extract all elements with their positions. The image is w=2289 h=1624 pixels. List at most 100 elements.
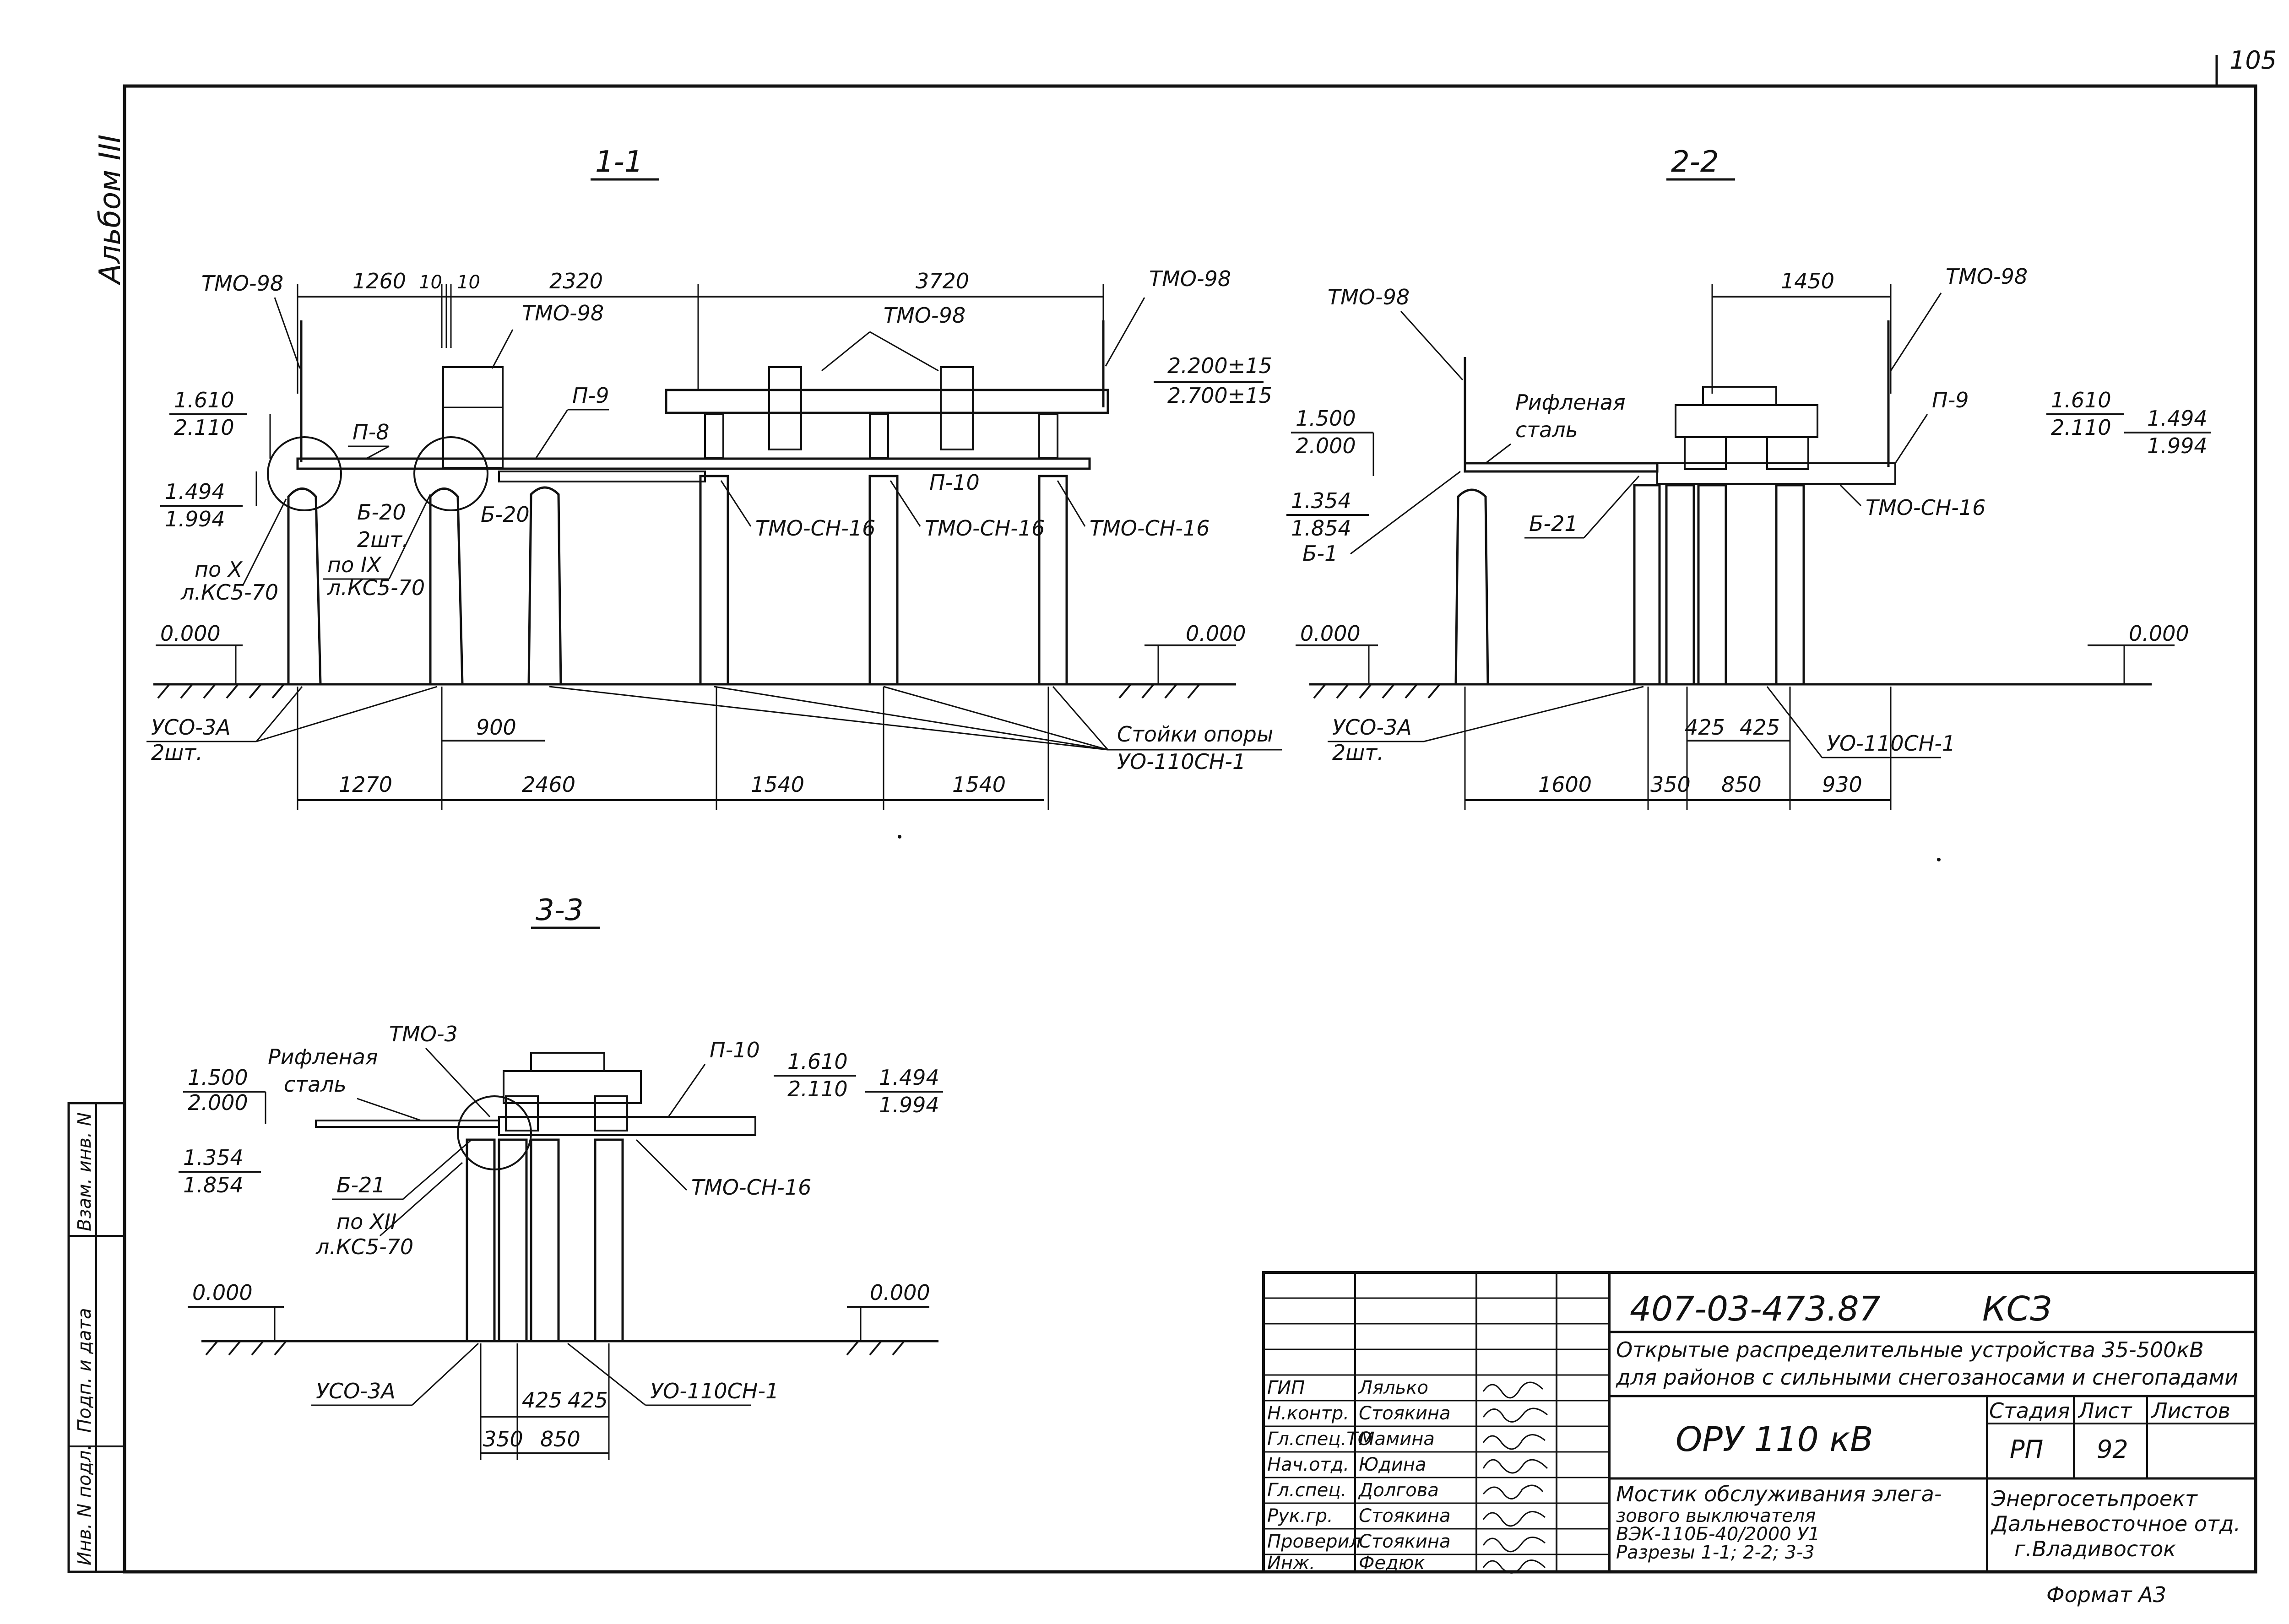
- dim-1270: 1270: [339, 772, 392, 797]
- tmo3-33: ТМО-3: [389, 1022, 458, 1046]
- page-number: 105: [2229, 46, 2277, 75]
- elev-1854-33: 1.854: [183, 1173, 244, 1197]
- ref-xii: по XII: [336, 1209, 397, 1234]
- staff-role: Инж.: [1267, 1553, 1315, 1574]
- signatures: [1482, 1381, 1548, 1574]
- staff-name: Долгова: [1358, 1480, 1439, 1501]
- elev-2110-33: 2.110: [787, 1077, 848, 1101]
- tmo-ch16-22: ТМО-СН-16: [1866, 495, 1985, 520]
- drawing-title-4: Разрезы 1-1; 2-2; 3-3: [1616, 1542, 1815, 1563]
- doc-code: КСЗ: [1982, 1289, 2052, 1329]
- elev-2700: 2.700±15: [1167, 383, 1272, 408]
- inv-orig-label: Инв. N подл.: [74, 1445, 95, 1565]
- stands-type: УО-110СН-1: [1117, 749, 1246, 774]
- dim-900: 900: [476, 715, 516, 740]
- dim-1450: 1450: [1781, 269, 1834, 293]
- staff-role: Гл.спец.ТО: [1267, 1429, 1372, 1450]
- staff-name: Мамина: [1359, 1429, 1435, 1450]
- staff-role: Нач.отд.: [1267, 1454, 1349, 1475]
- b21-22: Б-21: [1529, 511, 1578, 536]
- rifl-1-22: Рифленая: [1515, 390, 1626, 415]
- section-2-2: 2-2 1450 1600 350 850: [1286, 145, 2211, 810]
- staff-name: Юдина: [1359, 1454, 1427, 1475]
- dim-1600: 1600: [1538, 772, 1592, 797]
- drawing-title-3: ВЭК-110Б-40/2000 У1: [1616, 1524, 1820, 1545]
- dim-3720: 3720: [916, 269, 969, 293]
- uso3a-33: УСО-3А: [316, 1379, 396, 1403]
- elev-1494-22: 1.494: [2147, 406, 2208, 431]
- dim-1540b: 1540: [952, 772, 1006, 797]
- tmo-ch16-c: ТМО-СН-16: [1090, 516, 1210, 541]
- org-2: Дальневосточное отд.: [1991, 1511, 2240, 1536]
- elev-1500-33: 1.500: [188, 1065, 248, 1090]
- elev-1610: 1.610: [174, 388, 234, 412]
- p9-label: П-9: [572, 383, 609, 408]
- elev-2110-22: 2.110: [2051, 415, 2111, 440]
- sheet-header: Лист: [2077, 1398, 2132, 1423]
- zero-left-22: 0.000: [1300, 621, 1361, 646]
- ref-x-sheet: л.КС5-70: [180, 580, 278, 605]
- section-3-3: 3-3 425 425 350 850 ТМО-3 Рифленая: [179, 893, 943, 1460]
- elev-1994-22: 1.994: [2147, 433, 2208, 458]
- b20-a: Б-20: [357, 500, 406, 525]
- drawing-title-2: зового выключателя: [1616, 1505, 1816, 1527]
- zero-right-33: 0.000: [870, 1280, 930, 1305]
- elev-1494: 1.494: [165, 479, 225, 504]
- tmo98-right-22: ТМО-98: [1946, 264, 2028, 289]
- p10-33: П-10: [710, 1038, 760, 1062]
- zero-left-11: 0.000: [160, 621, 221, 646]
- format-label: Формат А3: [2046, 1582, 2166, 1607]
- sheet-frame: [123, 84, 2257, 1574]
- elev-1994: 1.994: [165, 507, 225, 531]
- elev-2110: 2.110: [174, 415, 234, 440]
- elev-1610-22: 1.610: [2051, 388, 2111, 412]
- scan-dot: [1937, 858, 1941, 861]
- dim-850: 850: [1721, 772, 1762, 797]
- scan-dot: [898, 835, 901, 839]
- replace-inv-label: Взам. инв. N: [74, 1112, 95, 1231]
- staff-list: ГИП Лялько Н.контр. Стоякина Гл.спец.ТО …: [1267, 1377, 1451, 1574]
- tmo-ch16-b: ТМО-СН-16: [925, 516, 1045, 541]
- org-1: Энергосетьпроект: [1991, 1486, 2198, 1511]
- elev-2000-33: 2.000: [188, 1090, 248, 1115]
- zero-left-33: 0.000: [192, 1280, 253, 1305]
- section-1-1-title: 1-1: [595, 145, 643, 179]
- section-2-2-title: 2-2: [1671, 145, 1719, 179]
- elev-1494-33: 1.494: [879, 1065, 939, 1090]
- b20-b: Б-20: [481, 502, 530, 527]
- dim-10a: 10: [419, 272, 442, 293]
- uso3a-11: УСО-3А: [151, 715, 231, 740]
- tmo98-left-22: ТМО-98: [1328, 285, 1410, 309]
- staff-name: Лялько: [1358, 1377, 1428, 1398]
- rifl-2-33: сталь: [284, 1072, 347, 1097]
- staff-role: Проверил: [1267, 1531, 1361, 1552]
- tmo98-right: ТМО-98: [1149, 266, 1231, 291]
- side-stamp: Инв. N подл. Подп. и дата Взам. инв. N: [67, 1102, 126, 1573]
- p9-22: П-9: [1932, 388, 1969, 412]
- staff-role: Рук.гр.: [1267, 1505, 1333, 1527]
- title-block: 407-03-473.87 КСЗ Открытые распределител…: [1262, 1271, 2257, 1607]
- elev-1500-22: 1.500: [1296, 406, 1356, 431]
- project-title-2: для районов с сильными снегозаносами и с…: [1616, 1365, 2238, 1390]
- elev-1854-22: 1.854: [1291, 516, 1351, 541]
- ref-ix: по IX: [327, 552, 382, 577]
- uso3a-qty-11: 2шт.: [151, 740, 203, 765]
- org-3: г.Владивосток: [2014, 1537, 2176, 1561]
- sheets-header: Листов: [2151, 1398, 2230, 1423]
- b20-qty: 2шт.: [357, 527, 409, 552]
- tmo-ch16-33: ТМО-СН-16: [691, 1175, 811, 1200]
- sheet-value: 92: [2097, 1435, 2128, 1464]
- ref-xii-sheet: л.КС5-70: [315, 1234, 413, 1259]
- elev-2200: 2.200±15: [1167, 353, 1272, 378]
- object-name: ОРУ 110 кВ: [1676, 1420, 1873, 1459]
- zero-right-22: 0.000: [2129, 621, 2189, 646]
- album-label: Альбом III: [93, 135, 127, 286]
- elev-1994-33: 1.994: [879, 1093, 939, 1117]
- stage-value: РП: [2010, 1435, 2043, 1464]
- dim-10b: 10: [457, 272, 480, 293]
- staff-name: Стоякина: [1359, 1505, 1451, 1527]
- p10-label: П-10: [929, 470, 980, 495]
- elev-1610-33: 1.610: [787, 1049, 848, 1074]
- drawing-title-1: Мостик обслуживания элега-: [1616, 1482, 1942, 1506]
